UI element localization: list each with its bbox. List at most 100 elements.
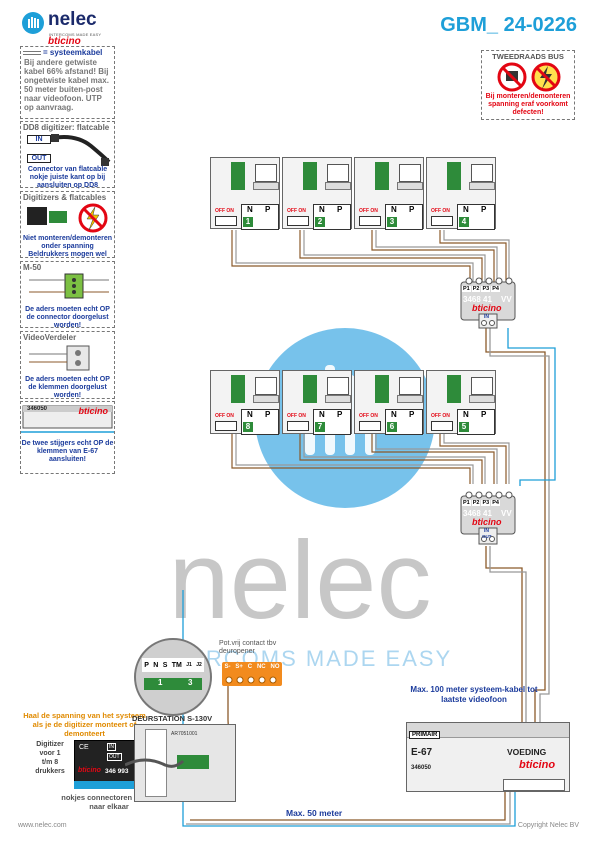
monitor-number: 6 <box>387 422 397 432</box>
relay-s-plus: S+ <box>235 664 243 670</box>
terminal-connector <box>303 162 317 190</box>
monitor-screen <box>255 377 277 395</box>
digitizer-bottom-note: nokjes connectoren wijzen naar elkaar <box>61 793 157 811</box>
port-p3-label: P3 <box>481 286 491 292</box>
digitizer-note: Haal de spanning van het systeem als je … <box>23 711 146 738</box>
e67-module-icon <box>21 405 114 433</box>
videoverdeler-icon <box>29 345 90 371</box>
e67-code: 346050 <box>27 406 48 412</box>
n-label: N <box>391 205 397 214</box>
bus-warning-title: TWEEDRAADS BUS <box>492 52 564 61</box>
relay-c: C <box>247 664 253 670</box>
power-note: Max. 100 meter systeem-kabel tot laatste… <box>410 685 538 704</box>
port-p3-label: P3 <box>481 500 491 506</box>
p-label: P <box>337 410 343 419</box>
switch-label: OFF ON <box>215 208 234 214</box>
legend-dd8-box: DD8 digitizer: flatcable IN OUT Connecto… <box>20 121 115 189</box>
digitizer-module: CE IN OUT bticino 346 993 <box>74 740 136 782</box>
terminal-num-left: 1 <box>156 678 165 687</box>
switch-label: OFF ON <box>359 413 378 419</box>
riser-wires <box>485 328 556 790</box>
distributor-bottom-code: 3468 41 <box>463 509 492 518</box>
bus-warning-box: TWEEDRAADS BUS Bij monteren/demonteren s… <box>481 50 575 120</box>
door-station-terminal-block <box>177 755 209 769</box>
terminal-num-right: 3 <box>186 678 195 687</box>
monitor-screen <box>471 377 493 395</box>
dip-switch <box>215 421 237 431</box>
n-label: N <box>319 410 325 419</box>
dip-switch <box>431 421 453 431</box>
doc-code: GBM_ 24-0226 <box>440 14 577 36</box>
monitor-number: 7 <box>315 422 325 432</box>
terminal-p: P <box>144 661 149 669</box>
relay-title: Pot.vrij contact tbv deuropener <box>219 640 277 655</box>
door-station-model: AR7051001 <box>171 731 198 737</box>
dip-switch <box>287 216 309 226</box>
digitizer-brand: bticino <box>78 767 101 774</box>
n-label: N <box>247 205 253 214</box>
digitizer-in: IN <box>107 743 116 751</box>
legend-digitizers-box: Digitizers & flatcables Niet monteren/de… <box>20 191 115 258</box>
power-model: E-67 <box>411 747 433 758</box>
footer-copyright: Copyright Nelec BV <box>517 822 579 829</box>
switch-label: OFF ON <box>359 208 378 214</box>
monitor-stand <box>253 395 279 403</box>
dd8-text: Connector van flatcable nokje juiste kan… <box>27 166 108 189</box>
monitor-stand <box>469 182 495 190</box>
distributor-top-ports: P1 P2 P3 P4 <box>462 286 500 292</box>
monitor-stand <box>253 182 279 190</box>
videoverdeler-bottom: P1 P2 P3 P4 3468 41 VV bticino IN OUT <box>459 490 517 546</box>
distributor-bottom-ports: P1 P2 P3 P4 <box>462 500 500 506</box>
distributor-bottom-vv: VV <box>501 509 512 518</box>
footer-website: www.nelec.com <box>18 822 67 829</box>
power-terminals <box>503 779 565 791</box>
terminal-connector <box>303 375 317 403</box>
p-label: P <box>265 410 271 419</box>
port-p2-label: P2 <box>471 500 481 506</box>
relay-block: S- S+ C NC NO <box>222 662 282 686</box>
terminal-connector <box>375 162 389 190</box>
power-brand: bticino <box>519 759 556 771</box>
ce-mark-icon: CE <box>79 744 89 751</box>
relay-s-minus: S- <box>224 664 231 670</box>
terminal-s: S <box>162 661 168 669</box>
digitizers-title: Digitizers & flatcables <box>23 193 107 202</box>
legend-m50-box: M-50 De aders moeten echt OP de connecto… <box>20 261 115 329</box>
cable-length-note: Max. 50 meter <box>286 808 343 818</box>
terminal-connector <box>447 375 461 403</box>
watermark-word: nelec <box>169 519 432 642</box>
switch-label: OFF ON <box>215 413 234 419</box>
monitor-number: 1 <box>243 217 253 227</box>
distributor-bottom-brand: bticino <box>472 517 502 527</box>
monitor-stand <box>397 182 423 190</box>
dip-switch <box>359 421 381 431</box>
distributor-top-in: IN <box>484 314 489 320</box>
monitor-screen <box>327 164 349 182</box>
nelec-logo-icon <box>22 12 44 34</box>
monitor-stand <box>325 182 351 190</box>
power-code: 346050 <box>411 765 432 771</box>
dip-switch <box>287 421 309 431</box>
n-label: N <box>247 410 253 419</box>
n-label: N <box>391 410 397 419</box>
bus-warning-text: Bij monteren/demonteren spanning eraf vo… <box>485 93 571 116</box>
videoverdeler-top: P1 P2 P3 P4 3468 41 VV bticino IN <box>459 276 517 330</box>
switch-label: OFF ON <box>431 413 450 419</box>
p-label: P <box>337 205 343 214</box>
port-p1-label: P1 <box>462 286 471 292</box>
m50-title: M-50 <box>23 263 42 272</box>
brand-subtitle: INTERCOMS MADE EASY <box>49 32 102 37</box>
wires-bottom-row <box>231 434 507 484</box>
power-label: VOEDING <box>507 747 547 757</box>
digitizer-side-label: Digitizer voor 1 t/m 8 drukkers <box>35 741 65 775</box>
distributor-top-code: 3468 41 <box>463 295 492 304</box>
terminal-j1: J1 <box>186 662 192 668</box>
m50-connector-icon <box>29 273 109 299</box>
monitor-number: 5 <box>459 422 469 432</box>
digitizer-code: 346 993 <box>105 768 129 775</box>
